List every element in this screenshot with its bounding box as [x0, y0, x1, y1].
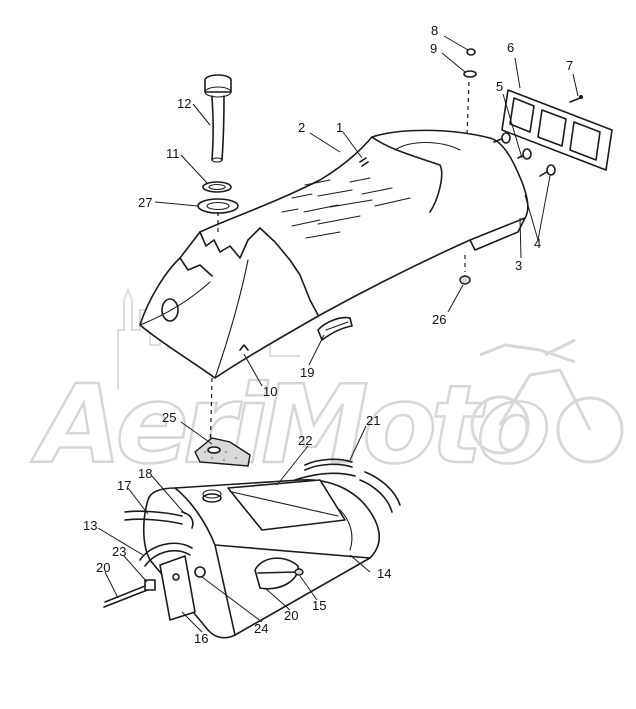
- gasket-25: [194, 437, 251, 467]
- assembly-line-8-9: [466, 81, 470, 136]
- filler-cap-body: [204, 80, 232, 93]
- callout-27: 27: [138, 195, 152, 210]
- filler-tube-end: [211, 157, 223, 163]
- vent-hose-17-top: [124, 510, 183, 517]
- seal-27-hole: [206, 201, 230, 211]
- vent-hose-17-bottom: [124, 518, 183, 525]
- grille-opening-1: [509, 97, 535, 133]
- callout-14: 14: [377, 566, 391, 581]
- callout-19: 19: [300, 365, 314, 380]
- sender-line-20: [257, 571, 297, 574]
- tank-side-ridge: [214, 544, 371, 559]
- gasket-25-hole: [207, 446, 221, 454]
- vent-grille: [501, 89, 613, 171]
- callout-18: 18: [138, 466, 152, 481]
- callout-6: 6: [507, 40, 514, 55]
- decal-mark-1: [359, 157, 369, 167]
- shutoff-bracket-16-hole: [172, 573, 180, 581]
- watermark: AeriMoto: [29, 287, 624, 489]
- hood-headlight-lens: [317, 316, 353, 341]
- callout-20-right: 20: [284, 608, 298, 623]
- hood-rear-edge: [469, 217, 526, 251]
- valve-24: [194, 566, 206, 578]
- grille-frame: [501, 89, 613, 171]
- washer-9: [463, 70, 477, 78]
- bracket-13-inner: [144, 550, 191, 567]
- watermark-text: AeriMoto: [30, 363, 547, 488]
- grille-opening-2: [537, 109, 567, 147]
- grommet-26: [459, 275, 471, 285]
- straps-21: [294, 458, 401, 513]
- fuel-line-20-b: [103, 588, 151, 608]
- filler-neck: [204, 74, 232, 163]
- fuel-line-20-a: [104, 583, 151, 603]
- hood-front-lip: [179, 257, 213, 277]
- hood-shroud: [139, 129, 529, 379]
- callout-4: 4: [534, 236, 541, 251]
- hood-hump-ridge: [394, 142, 461, 151]
- rivet-7: [569, 97, 581, 103]
- hood-vent-lines: [281, 177, 411, 239]
- callout-16: 16: [194, 631, 208, 646]
- grommet-11: [202, 181, 232, 193]
- hood-cutaway-edge: [199, 227, 319, 316]
- hood-hump: [371, 136, 443, 213]
- callout-11: 11: [166, 146, 180, 161]
- callout-22: 22: [298, 433, 312, 448]
- bracket-13-outer: [139, 542, 193, 561]
- tank-filler-neck-rim: [202, 489, 222, 499]
- assembly-line-10: [209, 377, 213, 463]
- callout-21: 21: [366, 413, 380, 428]
- callout-8: 8: [431, 23, 438, 38]
- callout-23: 23: [112, 544, 126, 559]
- callout-17: 17: [117, 478, 131, 493]
- grille-opening-3: [569, 121, 601, 161]
- hood-side-hole: [161, 298, 179, 322]
- callout-5: 5: [496, 79, 503, 94]
- callout-12: 12: [177, 96, 191, 111]
- filler-tube-right: [221, 95, 225, 161]
- rivet-7-head: [579, 95, 583, 99]
- callout-7: 7: [566, 58, 573, 73]
- callout-2: 2: [298, 120, 305, 135]
- callout-1: 1: [336, 120, 343, 135]
- callout-13: 13: [83, 518, 97, 533]
- foam-pad-22: [227, 479, 346, 531]
- callout-labels: 8 9 6 7 5 12 2 1 11 27 4 3 26 19 10 25 2…: [83, 23, 573, 646]
- callout-20-left: 20: [96, 560, 110, 575]
- callout-26: 26: [432, 312, 446, 327]
- callout-3: 3: [515, 258, 522, 273]
- filler-tube-left: [211, 95, 214, 161]
- callout-9: 9: [430, 41, 437, 56]
- nut-8: [466, 48, 476, 56]
- leader-lines: [97, 35, 579, 633]
- hood-headlight-line: [325, 321, 349, 331]
- fasteners-4: [493, 132, 556, 177]
- hood-side-crease: [214, 259, 249, 379]
- filler-cap-bottom: [204, 86, 232, 98]
- fuel-filter-23: [144, 579, 156, 591]
- hood-body: [139, 129, 529, 379]
- callout-10: 10: [263, 384, 277, 399]
- callout-25: 25: [162, 410, 176, 425]
- grommet-11-hole: [208, 183, 226, 191]
- callout-15: 15: [312, 598, 326, 613]
- shutoff-bracket-16: [159, 555, 196, 621]
- tank-sender-opening: [254, 557, 299, 590]
- decal-mark-10: [239, 344, 249, 351]
- seal-27: [197, 198, 239, 214]
- watermark-motorcycle: [470, 338, 624, 464]
- callout-24: 24: [254, 621, 268, 636]
- sender-fitting-15: [294, 568, 304, 576]
- foam-pad-22-line: [231, 491, 339, 517]
- tank-rear-contour: [339, 509, 353, 551]
